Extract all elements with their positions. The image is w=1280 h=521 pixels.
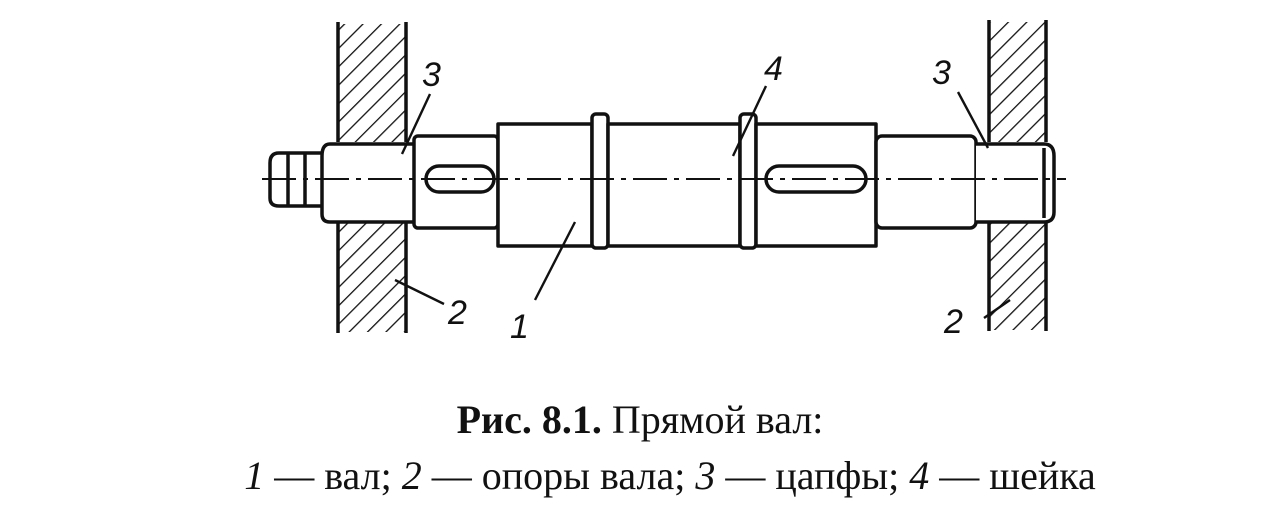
figure-number: Рис. 8.1. bbox=[456, 397, 602, 442]
callout-neck: 4 bbox=[764, 50, 783, 88]
collar-ring-left bbox=[590, 112, 610, 250]
legend-text-4: — шейка bbox=[929, 453, 1096, 498]
shaft-right-step bbox=[874, 134, 978, 230]
legend-num-2: 2 bbox=[401, 453, 422, 498]
shaft bbox=[268, 112, 1056, 250]
legend-num-1: 1 bbox=[244, 453, 265, 498]
legend-text-1: — вал; bbox=[264, 453, 402, 498]
journal-left bbox=[320, 142, 414, 224]
callout-journal-right: 3 bbox=[932, 54, 951, 92]
collar-body bbox=[496, 122, 594, 248]
callout-journal-left: 3 bbox=[422, 56, 441, 94]
legend-num-3: 3 bbox=[695, 453, 716, 498]
figure-caption-title: Рис. 8.1. Прямой вал: bbox=[0, 396, 1280, 443]
support-right bbox=[987, 20, 1048, 331]
callout-support-left: 2 bbox=[447, 294, 467, 332]
journal-right bbox=[976, 142, 1056, 224]
callout-shaft: 1 bbox=[510, 308, 529, 346]
figure-caption-legend: 1 — вал; 2 — опоры вала; 3 — цапфы; 4 — … bbox=[0, 452, 1280, 499]
callout-support-right: 2 bbox=[943, 303, 963, 341]
support-left bbox=[336, 22, 408, 333]
legend-num-4: 4 bbox=[909, 453, 930, 498]
leader-lines bbox=[394, 85, 1011, 319]
shaft-middle bbox=[606, 122, 742, 248]
legend-text-2: — опоры вала; bbox=[421, 453, 696, 498]
figure-title: Прямой вал: bbox=[611, 397, 824, 442]
legend-text-3: — цапфы; bbox=[715, 453, 910, 498]
